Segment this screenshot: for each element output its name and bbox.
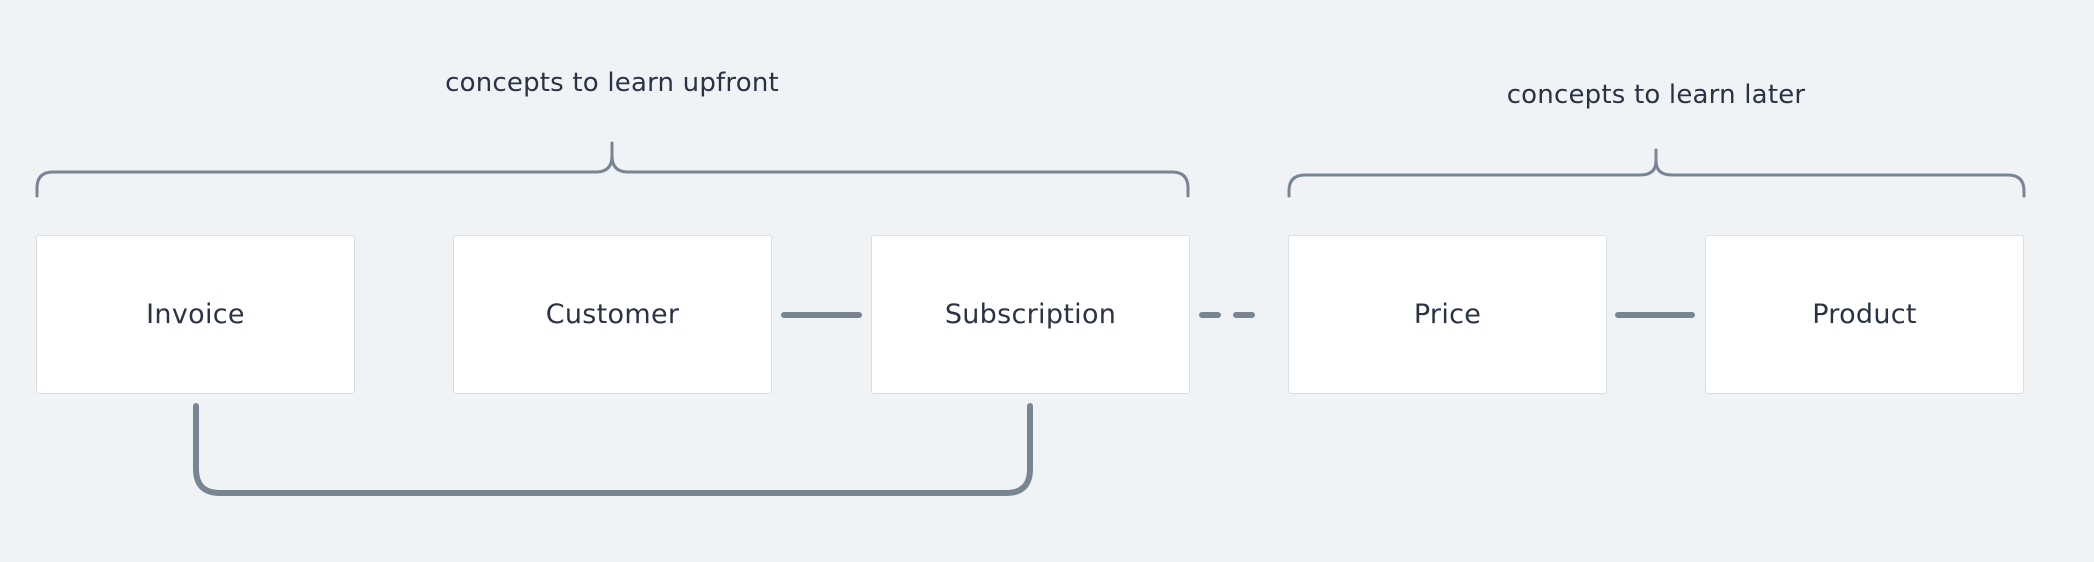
later-group-label: concepts to learn later <box>1506 80 1806 110</box>
customer-box: Customer <box>453 235 772 394</box>
price-label: Price <box>1413 299 1482 330</box>
upfront-group-brace <box>35 141 1190 198</box>
subscription-label: Subscription <box>944 299 1117 330</box>
later-group-brace <box>1287 148 2026 198</box>
product-label: Product <box>1812 299 1917 330</box>
subscription-box: Subscription <box>871 235 1190 394</box>
product-box: Product <box>1705 235 2024 394</box>
invoice-label: Invoice <box>146 299 245 330</box>
customer-label: Customer <box>545 299 680 330</box>
invoice-subscription-connector <box>193 403 1033 496</box>
price-box: Price <box>1288 235 1607 394</box>
invoice-box: Invoice <box>36 235 355 394</box>
upfront-group-label: concepts to learn upfront <box>445 68 779 98</box>
